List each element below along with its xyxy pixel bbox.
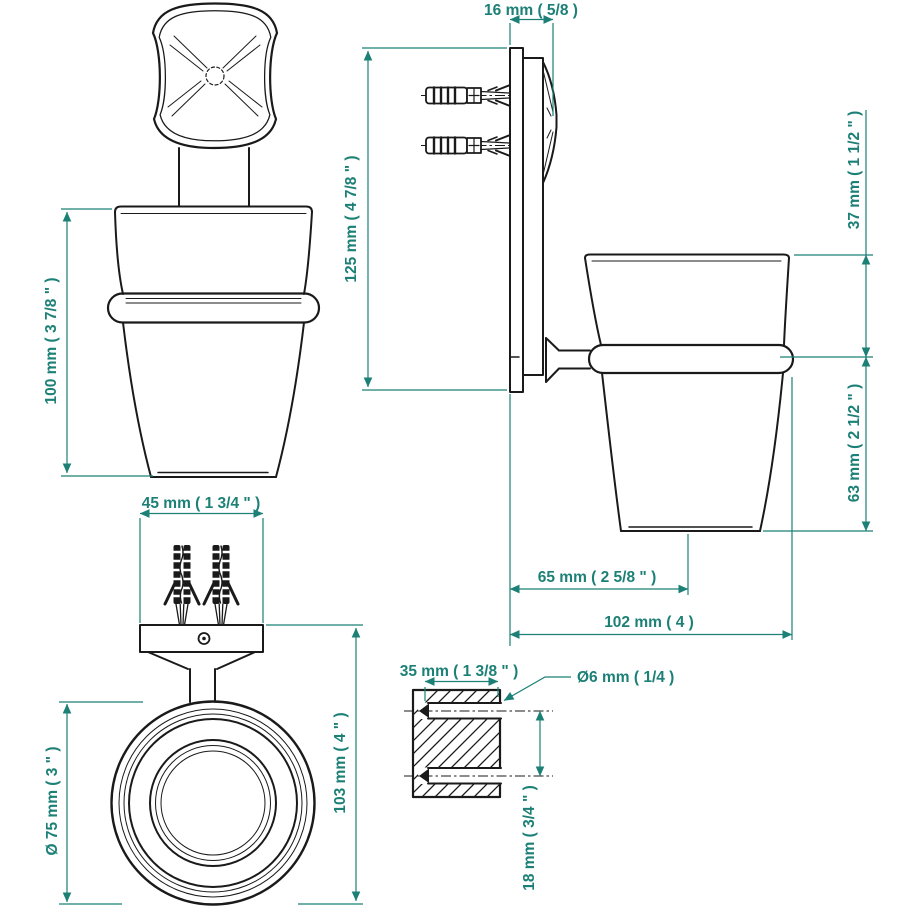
dimension-side-height: 125 mm ( 4 7/8 " ) xyxy=(343,47,507,391)
wall-section xyxy=(411,688,502,799)
dimension-knob-depth: 16 mm ( 5/8 ) xyxy=(484,2,578,116)
dimension-label: 65 mm ( 2 5/8 " ) xyxy=(538,569,656,586)
dimension-label: 63 mm ( 2 1/2 " ) xyxy=(846,384,863,502)
dimension-label: Ø6 mm ( 1/4 ) xyxy=(577,669,674,686)
arm-side xyxy=(545,337,591,383)
dimension-hole-diameter: Ø6 mm ( 1/4 ) xyxy=(503,669,674,702)
screw-hole-dashed xyxy=(205,66,225,86)
dimension-label: 37 mm ( 1 1/2 " ) xyxy=(846,111,863,229)
cup-front xyxy=(106,205,321,478)
dimension-label: Ø 75 mm ( 3 " ) xyxy=(44,747,61,856)
dimension-hole-spacing: 18 mm ( 3/4 " ) xyxy=(521,710,545,891)
dimension-front-height: 100 mm ( 3 7/8 " ) xyxy=(43,208,153,477)
screw-hole xyxy=(197,632,211,645)
dimension-label: 45 mm ( 1 3/4 " ) xyxy=(142,495,260,512)
wall-anchor-bottom-1 xyxy=(163,543,201,627)
dimension-bottom-height: 103 mm ( 4 " ) xyxy=(266,624,363,905)
wall-anchor-bottom-2 xyxy=(202,543,240,627)
cup-side xyxy=(584,253,795,532)
wall-plate-side xyxy=(509,47,558,393)
stem-bottom xyxy=(147,651,256,703)
wall-hatching xyxy=(414,691,499,796)
dimension-total-depth: 102 mm ( 4 ) xyxy=(509,377,793,640)
mount-plate-bottom xyxy=(139,624,264,653)
dimension-label: 16 mm ( 5/8 ) xyxy=(484,2,578,19)
dimension-wall-to-cup-center: 65 mm ( 2 5/8 " ) xyxy=(509,394,689,646)
bottom-view: 45 mm ( 1 3/4 " ) Ø 75 mm ( 3 " ) 103 mm… xyxy=(44,495,363,906)
wall-anchor-side-2 xyxy=(419,133,516,158)
holder-ring-front xyxy=(106,292,321,324)
dimension-plate-width: 45 mm ( 1 3/4 " ) xyxy=(139,495,264,623)
facet-lines xyxy=(167,35,263,117)
side-view: 16 mm ( 5/8 ) 125 mm ( 4 7/8 " ) 37 mm (… xyxy=(343,2,873,646)
front-view: 100 mm ( 3 7/8 " ) xyxy=(43,2,321,478)
wall-plate-front xyxy=(151,2,279,150)
dimension-label: 103 mm ( 4 " ) xyxy=(332,712,349,813)
dimension-hole-depth: 35 mm ( 1 3/8 " ) xyxy=(400,663,518,701)
stem-front xyxy=(178,147,250,207)
dimension-ring-to-bottom: 63 mm ( 2 1/2 " ) xyxy=(763,356,873,532)
dimension-label: 18 mm ( 3/4 " ) xyxy=(521,785,538,891)
dimension-ring-diameter: Ø 75 mm ( 3 " ) xyxy=(44,701,143,905)
dimension-label: 125 mm ( 4 7/8 " ) xyxy=(343,155,360,282)
hole-centerlines xyxy=(404,710,553,777)
holder-ring-side xyxy=(587,343,795,375)
dimension-label: 102 mm ( 4 ) xyxy=(604,614,694,631)
dimension-rim-to-ring: 37 mm ( 1 1/2 " ) xyxy=(780,110,873,358)
dimension-label: 100 mm ( 3 7/8 " ) xyxy=(43,277,60,404)
dimension-label: 35 mm ( 1 3/8 " ) xyxy=(400,663,518,680)
holder-ring-bottom xyxy=(110,700,316,906)
wall-drilling-detail: 35 mm ( 1 3/8 " ) Ø6 mm ( 1/4 ) 18 mm ( … xyxy=(400,663,675,891)
wall-anchor-side-1 xyxy=(419,83,516,108)
